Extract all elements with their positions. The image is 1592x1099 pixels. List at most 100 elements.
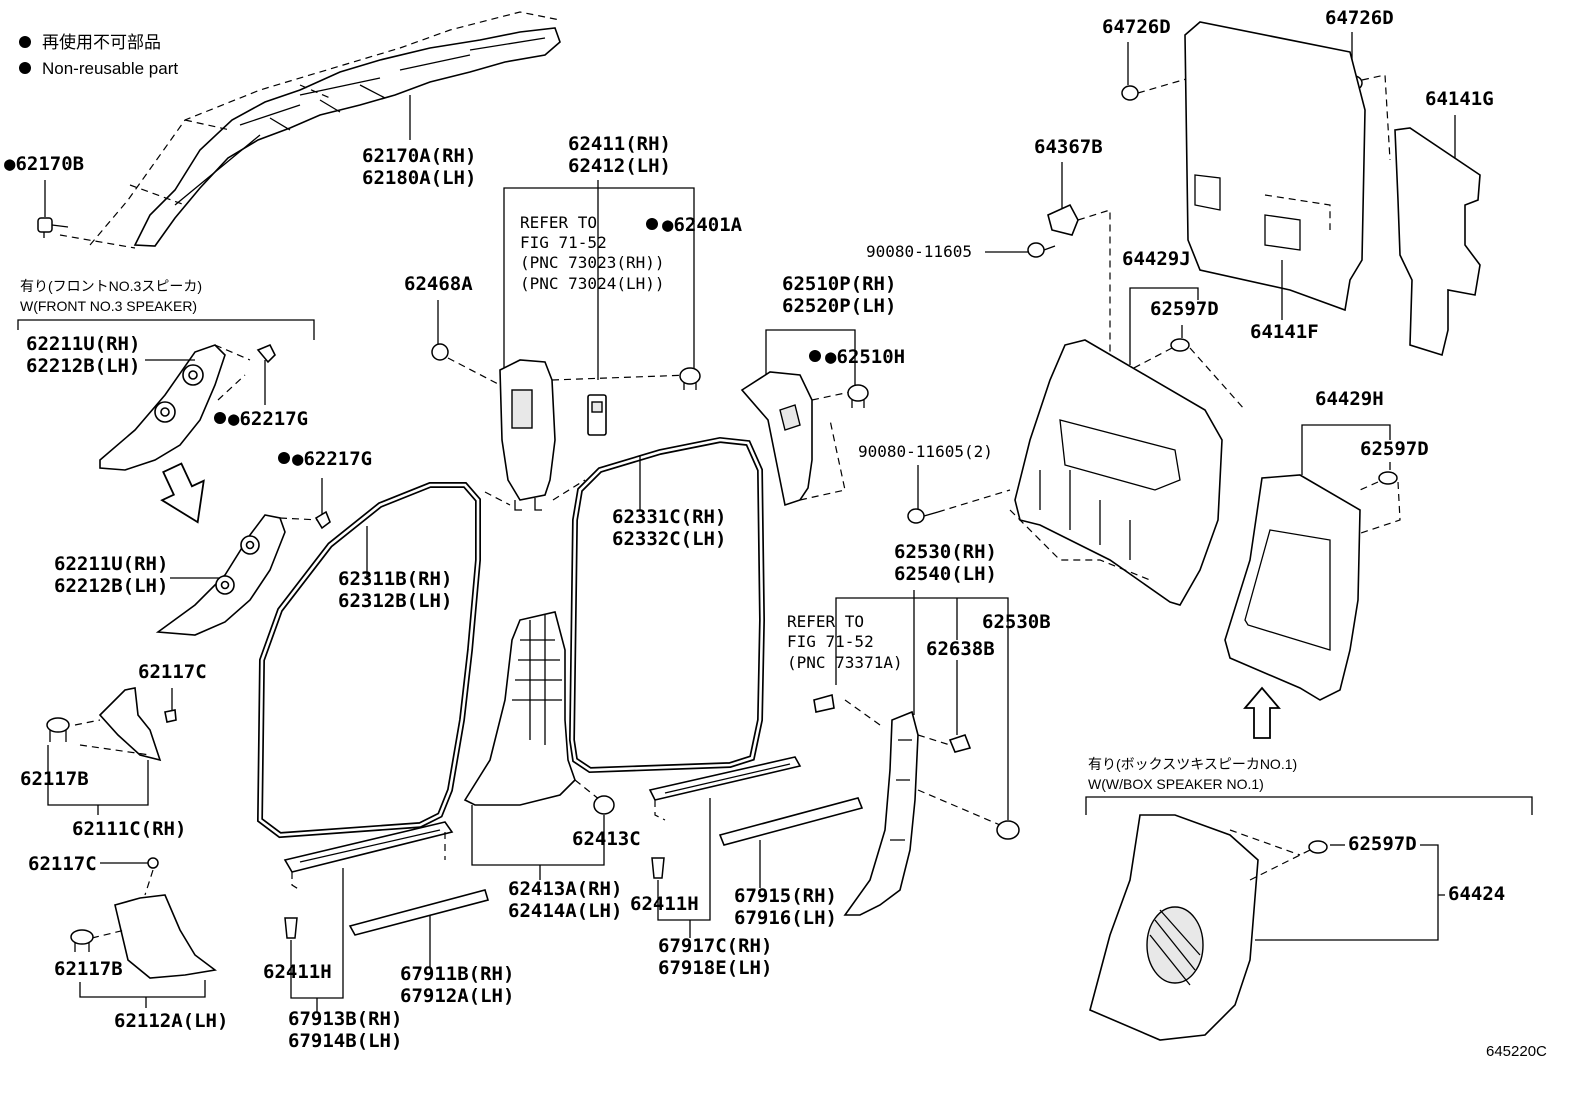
clip-62597D-b-icon — [1339, 471, 1401, 541]
box-speaker-bracket — [1085, 796, 1533, 815]
label-62212B-a: 62212B(LH) — [26, 355, 140, 377]
label-62212B-b: 62212B(LH) — [54, 575, 168, 597]
box-speaker-condition-en: W(W/BOX SPEAKER NO.1) — [1088, 776, 1264, 792]
clip-62411H-b-icon — [651, 857, 665, 879]
label-64424: 64424 — [1448, 883, 1505, 905]
non-reusable-bullet-icon — [19, 62, 31, 74]
label-64367B: 64367B — [1034, 136, 1103, 158]
seatbelt-guide-icon — [813, 693, 835, 713]
front-pillar-garnish-lower — [155, 510, 331, 636]
center-pillar-garnish-upper — [484, 359, 691, 511]
label-62411H-a: 62411H — [263, 961, 332, 983]
luggage-side-trim-lower — [1224, 474, 1361, 701]
label-62170B: ●62170B — [4, 153, 84, 175]
ref1-line4: (PNC 73024(LH)) — [520, 274, 665, 293]
rear-door-weatherstrip — [568, 436, 766, 774]
label-62331C: 62331C(RH) — [612, 506, 726, 528]
label-67912A: 67912A(LH) — [400, 985, 514, 1007]
label-62217G-b: ●62217G — [292, 448, 372, 470]
label-62117B-a: 62117B — [20, 768, 89, 790]
label-67918E: 67918E(LH) — [658, 957, 772, 979]
label-62312B: 62312B(LH) — [338, 590, 452, 612]
front-speaker-bracket — [17, 319, 315, 340]
cowl-side-trim-lh — [91, 869, 217, 979]
bolt-90080-b-icon — [907, 489, 1011, 524]
label-62311B: 62311B(RH) — [338, 568, 452, 590]
label-64429H: 64429H — [1315, 388, 1384, 410]
label-62413C: 62413C — [572, 828, 641, 850]
clip-62530B-icon — [996, 820, 1020, 840]
front-speaker-condition-en: W(FRONT NO.3 SPEAKER) — [20, 298, 197, 314]
clip-62468A-icon — [431, 343, 501, 386]
ref1-line1: REFER TO — [520, 213, 597, 232]
cowl-side-trim-rh — [74, 687, 177, 762]
label-62112A: 62112A(LH) — [114, 1010, 228, 1032]
roof-side-rail-garnish — [59, 11, 561, 249]
legend-line-en: Non-reusable part — [42, 59, 178, 78]
label-62211U-a: 62211U(RH) — [26, 333, 140, 355]
front-door-weatherstrip — [256, 482, 481, 839]
label-62413A: 62413A(RH) — [508, 878, 622, 900]
front-speaker-condition-jp: 有り(フロントNO.3スピーカ) — [20, 278, 202, 294]
quarter-pillar-garnish-upper — [740, 371, 851, 507]
label-62211U-b: 62211U(RH) — [54, 553, 168, 575]
label-67915: 67915(RH) — [734, 885, 837, 907]
label-64429J: 64429J — [1122, 248, 1191, 270]
label-62597D-a: 62597D — [1150, 298, 1219, 320]
label-62117C-a: 62117C — [138, 661, 207, 683]
clip-62401A-icon — [679, 367, 701, 390]
clip-62411H-a-icon — [284, 917, 298, 939]
label-62510H: ●62510H — [825, 346, 905, 368]
non-reusable-bullet-icon — [214, 412, 226, 424]
label-62530-rh: 62530(RH) — [894, 541, 997, 563]
label-62540-lh: 62540(LH) — [894, 563, 997, 585]
label-64141G: 64141G — [1425, 88, 1494, 110]
non-reusable-bullet-icon — [646, 218, 658, 230]
quarter-pillar-garnish-lower — [843, 699, 1001, 916]
label-62332C: 62332C(LH) — [612, 528, 726, 550]
quarter-silencer-pad-64141F — [1184, 21, 1366, 312]
non-reusable-bullet-icon — [19, 36, 31, 48]
label-64726D-b: 64726D — [1325, 7, 1394, 29]
label-62520P: 62520P(LH) — [782, 295, 896, 317]
clip-62117B-b-icon — [70, 929, 94, 952]
label-62401A: ●62401A — [662, 214, 743, 236]
label-62468A: 62468A — [404, 273, 473, 295]
clip-62117C-icon — [147, 857, 159, 869]
label-62411H-b: 62411H — [630, 893, 699, 915]
clip-62597D-a-icon — [1129, 338, 1246, 411]
luggage-trim-with-box-speaker — [1089, 814, 1311, 1041]
label-62412: 62412(LH) — [568, 155, 671, 177]
label-62180A: 62180A(LH) — [362, 167, 476, 189]
bolt-90080-a-icon — [1027, 242, 1056, 258]
seatbelt-anchor-cover-icon — [587, 394, 607, 436]
box-speaker-condition-jp: 有り(ボックスツキスピーカNO.1) — [1088, 756, 1297, 772]
label-62170A: 62170A(RH) — [362, 145, 476, 167]
label-62117B-b: 62117B — [54, 958, 123, 980]
label-62117C-b: 62117C — [28, 853, 97, 875]
label-62597D-c: 62597D — [1348, 833, 1417, 855]
clip-62597D-c-icon — [1308, 840, 1328, 854]
ref2-line1: REFER TO — [787, 612, 864, 631]
label-62530B: 62530B — [982, 611, 1051, 633]
center-pillar-garnish-lower — [463, 611, 601, 806]
front-step-plate — [348, 889, 490, 936]
ref2-line3: (PNC 73371A) — [787, 653, 903, 672]
non-reusable-bullet-icon — [809, 350, 821, 362]
clip-62413C-icon — [593, 795, 615, 815]
front-door-scuff-plate — [283, 821, 454, 891]
label-90080-a: 90080-11605 — [866, 242, 972, 261]
clip-62170B-icon — [37, 180, 69, 238]
clip-62117B-icon — [46, 717, 70, 742]
label-62217G-a: ●62217G — [228, 408, 308, 430]
rear-door-scuff-plate — [648, 756, 802, 821]
label-67911B: 67911B(RH) — [400, 963, 514, 985]
label-67917C: 67917C(RH) — [658, 935, 772, 957]
label-64141F: 64141F — [1250, 321, 1319, 343]
up-arrow-icon — [1243, 686, 1281, 739]
bracket-62638B-icon — [948, 733, 972, 753]
legend-line-jp: 再使用不可部品 — [42, 32, 161, 52]
label-64726D-a: 64726D — [1102, 16, 1171, 38]
label-67914B: 67914B(LH) — [288, 1030, 402, 1052]
